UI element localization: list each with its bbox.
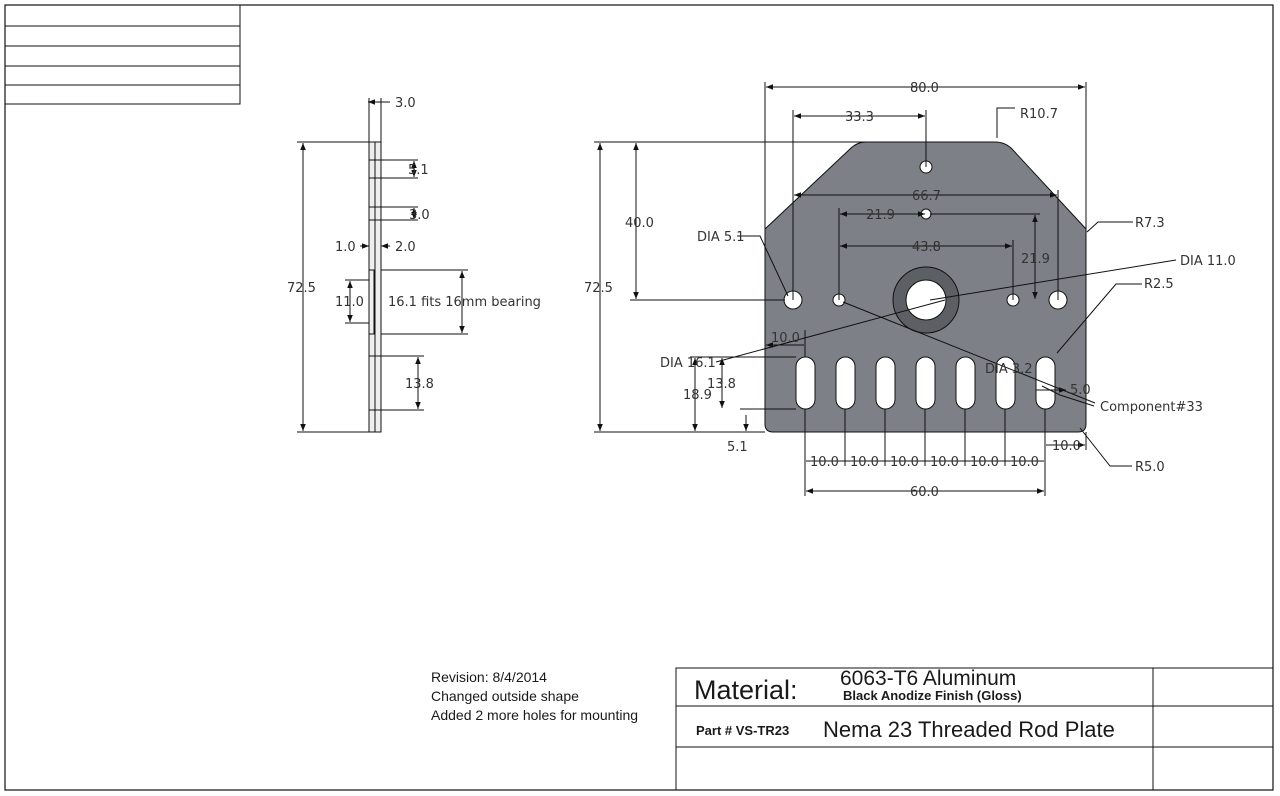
side-dim-16-1: 16.1 fits 16mm bearing: [388, 295, 541, 310]
dim-pitch-4: 10.0: [930, 455, 959, 470]
title-block: [675, 667, 1274, 791]
dim-60-0: 60.0: [910, 485, 939, 500]
side-dim-5-1: 5.1: [408, 163, 429, 178]
revision-line-2: Changed outside shape: [431, 688, 579, 704]
side-view: [297, 98, 468, 433]
callout-r5-0: R5.0: [1135, 460, 1165, 475]
dim-pitch-5: 10.0: [970, 455, 999, 470]
revision-notes: Revision: 8/4/2014 Changed outside shape…: [431, 669, 638, 723]
callout-r10-7: R10.7: [1020, 107, 1058, 122]
revision-table: [4, 4, 241, 105]
dim-21-9-right: 21.9: [1021, 252, 1050, 267]
slots: [795, 356, 1056, 410]
callout-dia-16-1: DIA 16.1: [660, 356, 716, 371]
side-dim-11-0: 11.0: [335, 295, 364, 310]
dim-33-3: 33.3: [845, 110, 874, 125]
side-dim-2-0: 2.0: [395, 240, 416, 255]
dim-10-0-left: 10.0: [771, 331, 800, 346]
finish-text: Black Anodize Finish (Gloss): [843, 688, 1022, 703]
dim-40-0: 40.0: [625, 216, 654, 231]
callout-dia-5-1: DIA 5.1: [697, 230, 745, 245]
revision-line-3: Added 2 more holes for mounting: [431, 707, 638, 723]
callout-component: Component#33: [1100, 400, 1203, 415]
title-block-text: Material: 6063-T6 Aluminum Black Anodize…: [694, 667, 1115, 742]
dim-5-1-bottom: 5.1: [727, 440, 748, 455]
side-dim-13-8: 13.8: [405, 377, 434, 392]
side-dim-3-0-mid: 3.0: [409, 208, 430, 223]
callout-dia-11-0: DIA 11.0: [1180, 254, 1236, 269]
dim-80-0: 80.0: [910, 81, 939, 96]
revision-line-1: Revision: 8/4/2014: [431, 669, 547, 685]
material-value: 6063-T6 Aluminum: [840, 667, 1016, 690]
front-view-plate: [764, 141, 1087, 433]
material-label: Material:: [694, 675, 798, 705]
callout-dia-3-2: DIA 3.2: [985, 362, 1033, 377]
front-view-dims: [594, 82, 1177, 496]
dim-66-7: 66.7: [912, 189, 941, 204]
dim-5-0: 5.0: [1070, 383, 1091, 398]
dim-pitch-3: 10.0: [890, 455, 919, 470]
callout-r7-3: R7.3: [1135, 216, 1165, 231]
dim-21-9-top: 21.9: [866, 208, 895, 223]
part-name: Nema 23 Threaded Rod Plate: [823, 717, 1115, 742]
side-dim-1-0: 1.0: [335, 240, 356, 255]
dim-43-8: 43.8: [912, 240, 941, 255]
dim-18-9: 18.9: [683, 388, 712, 403]
dim-pitch-1: 10.0: [810, 455, 839, 470]
dim-13-8-front: 13.8: [707, 377, 736, 392]
side-view-labels: 3.0 5.1 3.0 1.0 2.0 72.5 11.0 16.1 fits …: [287, 96, 541, 392]
dim-pitch-6: 10.0: [1010, 455, 1039, 470]
side-dim-3-0-top: 3.0: [395, 96, 416, 111]
dim-72-5-front: 72.5: [584, 281, 613, 296]
front-view-labels: 80.0 33.3 R10.7 66.7 21.9 40.0 R7.3 DIA …: [584, 81, 1236, 500]
part-number: Part # VS-TR23: [696, 723, 789, 738]
sheet-border: [4, 4, 1274, 791]
callout-r2-5: R2.5: [1144, 277, 1174, 292]
dim-10-0-right: 10.0: [1052, 439, 1081, 454]
dim-pitch-2: 10.0: [850, 455, 879, 470]
side-dim-72-5: 72.5: [287, 281, 316, 296]
